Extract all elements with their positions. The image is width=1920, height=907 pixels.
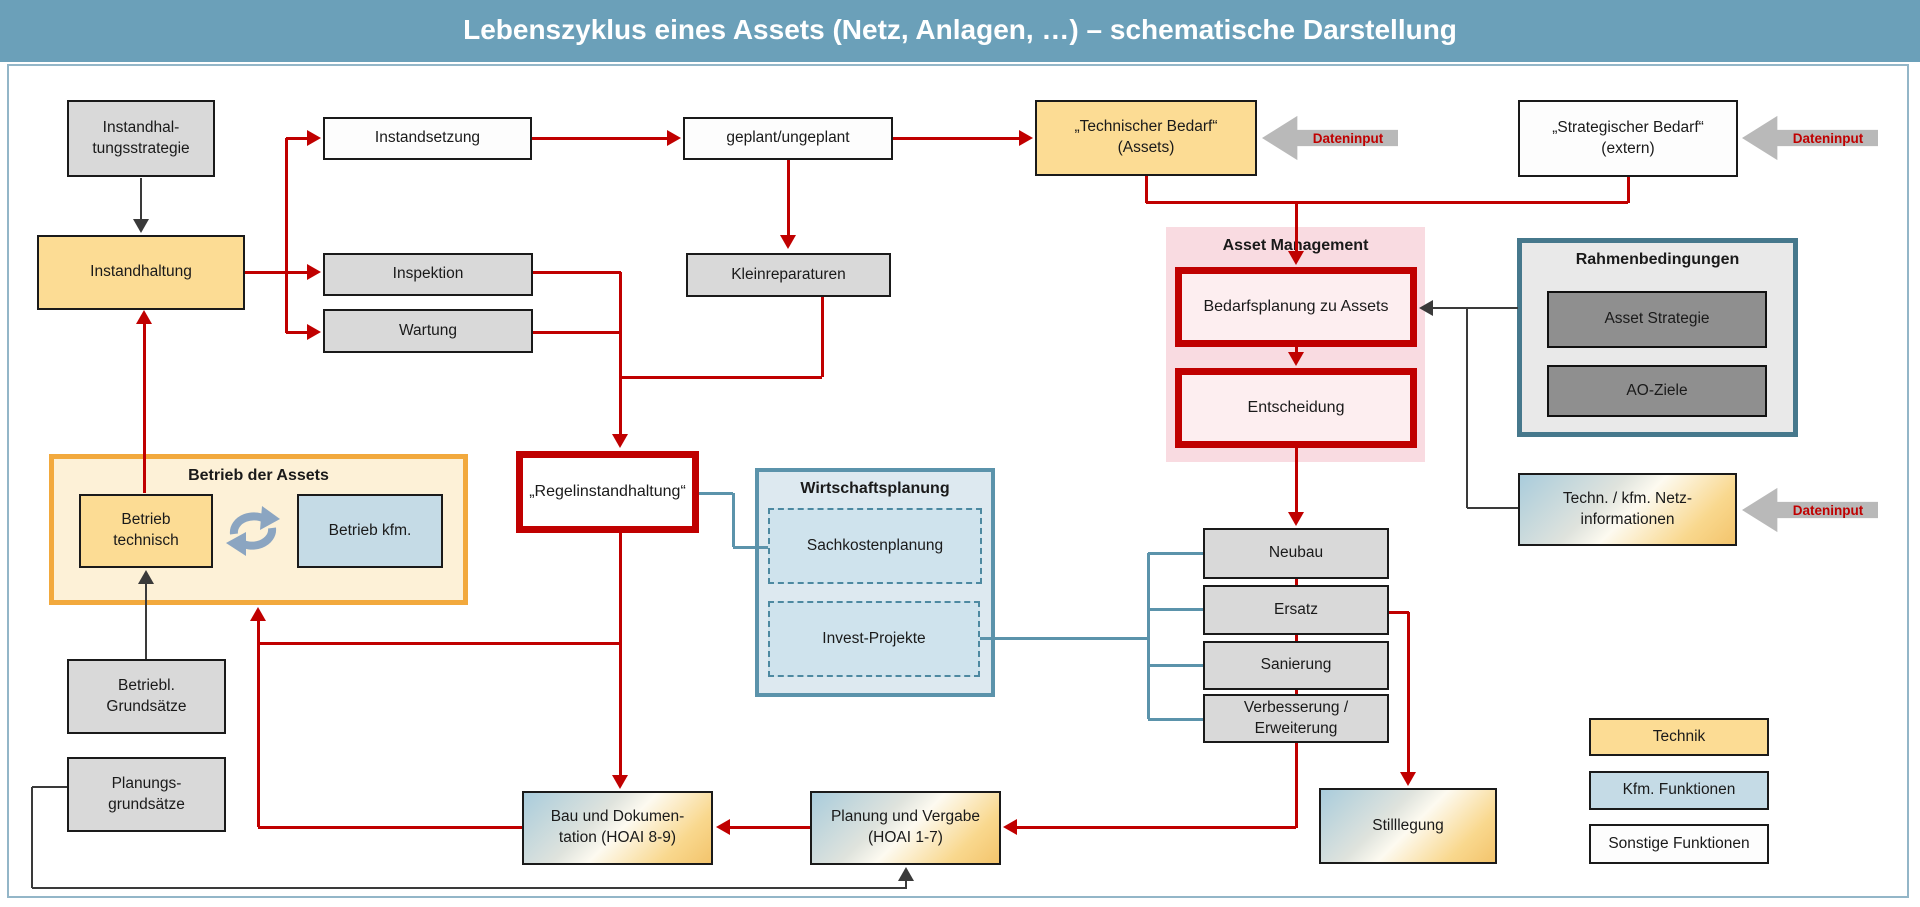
node-neubau: Neubau xyxy=(1203,528,1389,579)
group-label-asset-management: Asset Management xyxy=(1166,237,1425,255)
dateninput-label: Dateninput xyxy=(1312,130,1384,146)
node-betrieb-kfm: Betrieb kfm. xyxy=(297,494,443,568)
group-label-wirtschaftsplanung: Wirtschaftsplanung xyxy=(800,480,950,497)
node-ersatz: Ersatz xyxy=(1203,585,1389,635)
node-betrieb-technisch: Betrieb technisch xyxy=(79,494,213,568)
node-bau-und-dokumentation: Bau und Dokumen- tation (HOAI 8-9) xyxy=(522,791,713,865)
node-sanierung: Sanierung xyxy=(1203,641,1389,690)
node-technischer-bedarf: „Technischer Bedarf“ (Assets) xyxy=(1035,100,1257,176)
legend-technik: Technik xyxy=(1589,718,1769,756)
node-asset-strategie: Asset Strategie xyxy=(1547,291,1767,348)
node-kleinreparaturen: Kleinreparaturen xyxy=(686,253,891,297)
node-instandhaltungsstrategie: Instandhal- tungsstrategie xyxy=(67,100,215,177)
node-betriebliche-grundsaetze: Betriebl. Grundsätze xyxy=(67,659,226,734)
dateninput-label: Dateninput xyxy=(1792,502,1864,518)
node-sachkostenplanung: Sachkostenplanung xyxy=(768,508,982,584)
group-label-rahmenbedingungen: Rahmenbedingungen xyxy=(1575,251,1740,268)
node-planungsgrundsaetze: Planungs- grundsätze xyxy=(67,757,226,832)
sync-arrows-icon xyxy=(226,506,280,556)
dateninput-label: Dateninput xyxy=(1792,130,1864,146)
node-instandhaltung: Instandhaltung xyxy=(37,235,245,310)
node-wartung: Wartung xyxy=(323,309,533,353)
node-stilllegung: Stilllegung xyxy=(1319,788,1497,864)
group-label-betrieb-der-assets: Betrieb der Assets xyxy=(188,467,329,484)
group-betrieb-der-assets: Betrieb der Assets xyxy=(49,454,468,605)
node-techn-kfm-netzinformationen: Techn. / kfm. Netz- informationen xyxy=(1518,473,1737,546)
node-regelinstandhaltung: „Regelinstandhaltung“ xyxy=(516,451,699,533)
node-planung-und-vergabe: Planung und Vergabe (HOAI 1-7) xyxy=(810,791,1001,865)
node-geplant-ungeplant: geplant/ungeplant xyxy=(683,117,893,160)
node-ao-ziele: AO-Ziele xyxy=(1547,365,1767,417)
title-bar: Lebenszyklus eines Assets (Netz, Anlagen… xyxy=(0,0,1920,62)
node-strategischer-bedarf: „Strategischer Bedarf“ (extern) xyxy=(1518,100,1738,177)
legend-kfm-funktionen: Kfm. Funktionen xyxy=(1589,771,1769,810)
node-verbesserung-erweiterung: Verbesserung / Erweiterung xyxy=(1203,694,1389,743)
legend-sonstige-funktionen: Sonstige Funktionen xyxy=(1589,824,1769,864)
node-entscheidung: Entscheidung xyxy=(1175,368,1417,448)
node-bedarfsplanung-zu-assets: Bedarfsplanung zu Assets xyxy=(1175,267,1417,347)
node-instandsetzung: Instandsetzung xyxy=(323,117,532,160)
node-invest-projekte: Invest-Projekte xyxy=(768,601,980,677)
node-inspektion: Inspektion xyxy=(323,253,533,296)
page-title: Lebenszyklus eines Assets (Netz, Anlagen… xyxy=(463,14,1457,45)
